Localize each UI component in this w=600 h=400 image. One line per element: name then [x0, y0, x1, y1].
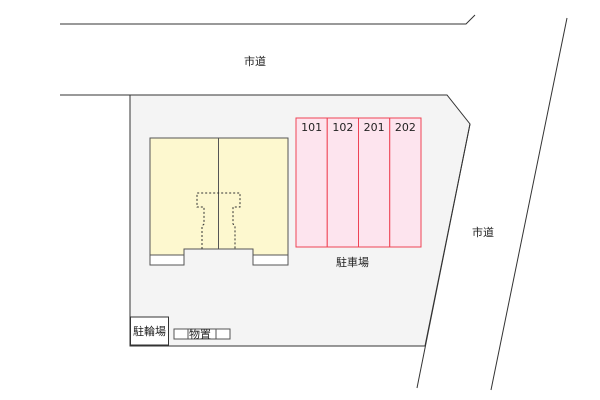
top-road-edge — [60, 14, 476, 25]
right-road-lot-edge — [416, 123, 471, 389]
parking-space-number: 202 — [395, 121, 416, 134]
building — [149, 137, 289, 266]
top-road-label: 市道 — [244, 54, 266, 68]
parking-space — [326, 117, 359, 248]
bicycle-parking-label: 駐輪場 — [133, 324, 166, 338]
parking-space-number: 101 — [301, 121, 322, 134]
storage-label: 物置 — [189, 327, 211, 341]
parking-space-number: 201 — [364, 121, 385, 134]
parking-space — [389, 117, 422, 248]
parking-space — [295, 117, 328, 248]
bicycle-parking — [130, 316, 169, 346]
right-road-label: 市道 — [472, 225, 494, 239]
parking-space-number: 102 — [332, 121, 353, 134]
right-road-edge — [490, 17, 568, 391]
parking-space — [358, 117, 391, 248]
storage — [173, 328, 231, 340]
parking-area: 101 102 201 202 — [295, 117, 422, 248]
parking-label: 駐車場 — [336, 255, 369, 269]
